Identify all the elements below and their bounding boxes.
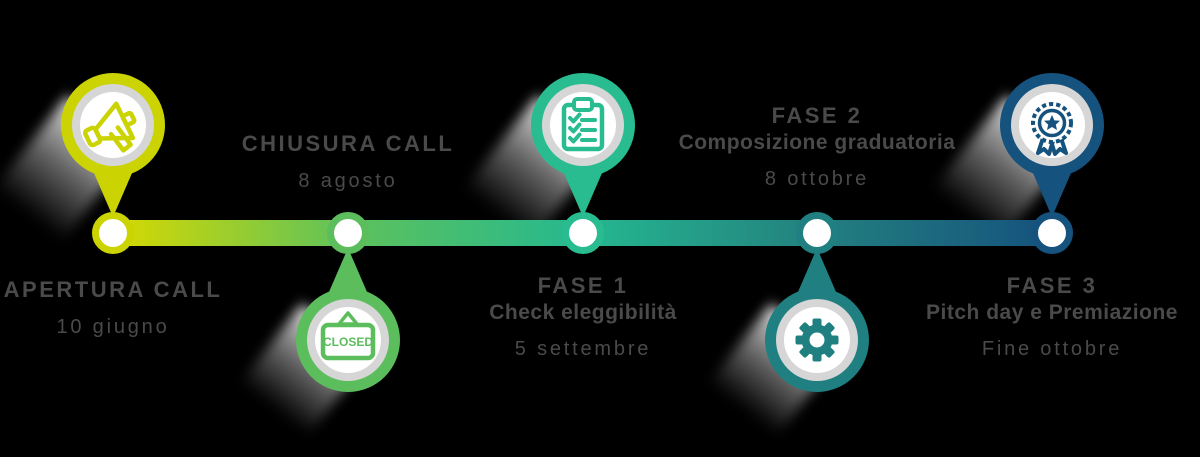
milestone-title: APERTURA CALL	[3, 277, 223, 302]
checklist-icon	[561, 97, 605, 152]
pin-marker-fase1	[531, 73, 635, 217]
megaphone-icon	[82, 101, 137, 153]
pin-marker-fase2	[765, 248, 869, 392]
milestone-subtitle: Composizione graduatoria	[678, 131, 956, 154]
milestone-date: Fine ottobre	[981, 338, 1123, 360]
pin-shadow	[222, 303, 370, 457]
milestone-label: FASE 1 Check eleggibilità 5 settembre	[393, 273, 773, 361]
milestone-title: FASE 3	[1006, 273, 1098, 298]
milestone-date: 8 ottobre	[764, 168, 870, 190]
milestone-date: 5 settembre	[514, 338, 652, 360]
timeline-bar	[113, 220, 1052, 246]
milestone-title: CHIUSURA CALL	[241, 131, 455, 156]
closed-sign-text: CLOSED	[323, 335, 373, 349]
award-icon	[1031, 102, 1073, 156]
milestone-subtitle: Pitch day e Premiazione	[926, 301, 1178, 324]
milestone-date: 10 giugno	[56, 316, 170, 338]
pin-shadow	[691, 303, 839, 457]
pin-marker-chiusura: CLOSED	[296, 248, 400, 392]
milestone-label: APERTURA CALL 10 giugno	[0, 277, 303, 339]
milestone-subtitle: Check eleggibilità	[489, 301, 677, 324]
pin-marker-fase3	[1000, 73, 1104, 217]
milestone-label: FASE 2 Composizione graduatoria 8 ottobr…	[627, 103, 1007, 191]
closed-sign-icon: CLOSED	[320, 311, 376, 361]
gear-icon	[795, 318, 839, 362]
milestone-label: CHIUSURA CALL 8 agosto	[158, 131, 538, 193]
milestone-title: FASE 2	[771, 103, 863, 128]
milestone-label: FASE 3 Pitch day e Premiazione Fine otto…	[862, 273, 1200, 361]
pin-marker-apertura	[61, 73, 165, 217]
milestone-date: 8 agosto	[298, 170, 398, 192]
milestone-title: FASE 1	[537, 273, 629, 298]
